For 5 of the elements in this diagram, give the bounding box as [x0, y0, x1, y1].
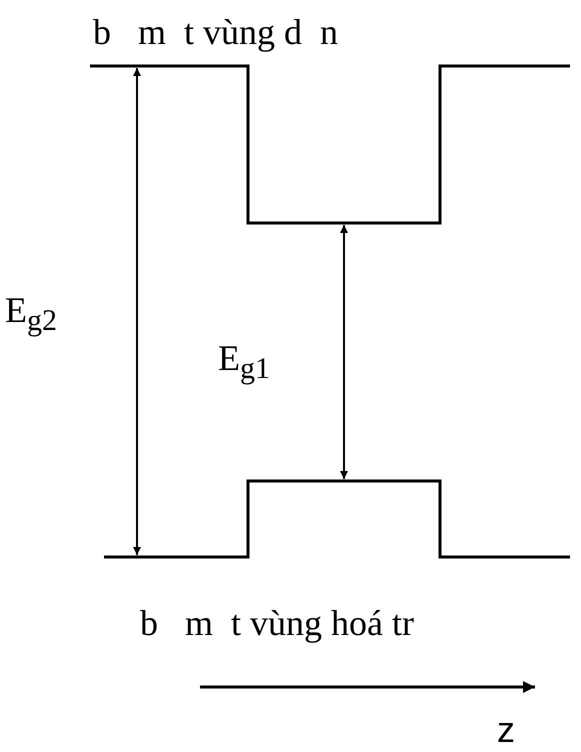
energy-label: E$_{g2}$ — [5, 292, 57, 336]
axis-label: z — [497, 712, 515, 748]
band-label: b m t vùng d n — [93, 14, 338, 50]
energy-label: E$_{g1}$ — [218, 340, 270, 384]
band-label: b m t vùng hoá tr — [140, 605, 414, 641]
